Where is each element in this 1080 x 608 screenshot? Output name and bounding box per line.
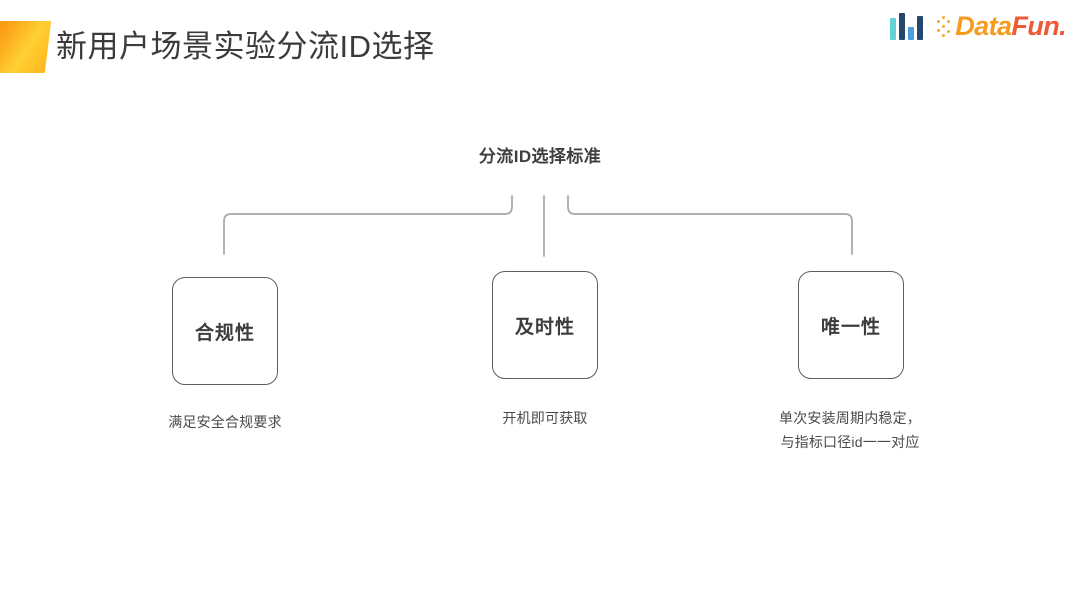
logo-bar-3: [908, 27, 915, 40]
logo-bar-2: [899, 13, 906, 40]
logo-dots-icon: [937, 15, 954, 38]
node-caption-uniqueness: 单次安装周期内稳定， 与指标口径id一一对应: [779, 410, 921, 450]
node-label-timeliness: 及时性: [514, 316, 575, 338]
node-caption-timeliness: 开机即可获取: [502, 410, 588, 426]
node-box-compliance[interactable]: 合规性: [172, 277, 278, 385]
diagram-root-label: 分流ID选择标准: [478, 147, 602, 166]
datafun-logo: DataFun.: [890, 11, 1067, 41]
brand-name-dot: .: [1059, 11, 1066, 41]
brand-name-fun: Fun: [1011, 11, 1060, 41]
node-caption-compliance: 满足安全合规要求: [168, 414, 282, 430]
logo-bar-1: [890, 18, 897, 40]
brand-name-data: Data: [955, 11, 1012, 41]
bar-chart-icon: [890, 13, 924, 40]
node-box-timeliness[interactable]: 及时性: [492, 271, 598, 379]
node-label-compliance: 合规性: [194, 322, 255, 344]
datafun-wordmark: DataFun.: [937, 11, 1067, 41]
node-label-uniqueness: 唯一性: [820, 316, 881, 338]
page-title: 新用户场景实验分流ID选择: [56, 29, 435, 64]
logo-bar-4: [917, 16, 924, 40]
node-box-uniqueness[interactable]: 唯一性: [798, 271, 904, 379]
